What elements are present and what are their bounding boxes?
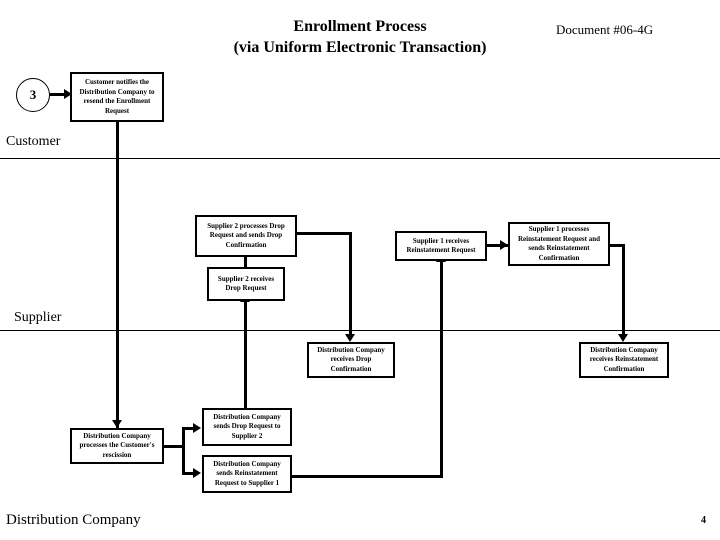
- node-dc-sends-reinstatement-request-label: Distribution Company sends Reinstatement…: [213, 459, 281, 487]
- node-dc-sends-drop-request[interactable]: Distribution Company sends Drop Request …: [202, 408, 292, 446]
- connector-supplier1-receives-to-processes: [485, 244, 510, 247]
- connector-dc-reinst-req-to-supplier1: [440, 261, 443, 478]
- title-line-1: Enrollment Process: [293, 18, 427, 35]
- connector-supplier2-processes-down: [349, 232, 352, 337]
- node-dc-receives-drop-confirmation[interactable]: Distribution Company receives Drop Confi…: [307, 342, 395, 378]
- node-supplier2-processes[interactable]: Supplier 2 processes Drop Request and se…: [195, 215, 297, 257]
- node-supplier1-processes-label: Supplier 1 processes Reinstatement Reque…: [517, 225, 601, 262]
- lane-divider-supplier-distribution: [0, 330, 720, 331]
- arrowhead-dc-processes-to-reinst-req: [193, 468, 201, 478]
- connector-dc-processes-to-reinst-req: [182, 472, 196, 475]
- arrowhead-customer-to-dc-processes: [112, 420, 122, 428]
- connector-dc-reinst-req-right: [290, 475, 443, 478]
- connector-supplier1-processes-down: [622, 244, 625, 337]
- node-dc-sends-reinstatement-request[interactable]: Distribution Company sends Reinstatement…: [202, 455, 292, 493]
- document-id: Document #06-4G: [556, 22, 654, 37]
- connector-customer-to-dc-processes: [116, 122, 119, 428]
- connector-dc-processes-split: [182, 427, 185, 475]
- node-dc-sends-drop-request-label: Distribution Company sends Drop Request …: [213, 412, 281, 440]
- node-supplier1-processes[interactable]: Supplier 1 processes Reinstatement Reque…: [508, 222, 610, 266]
- connector-supplier2-processes-right: [295, 232, 352, 235]
- arrowhead-supplier1-receives-to-processes: [500, 240, 508, 250]
- node-supplier1-receives[interactable]: Supplier 1 receives Reinstatement Reques…: [395, 231, 487, 261]
- node-customer-notifies[interactable]: Customer notifies the Distribution Compa…: [70, 72, 164, 122]
- node-supplier2-receives[interactable]: Supplier 2 receives Drop Request: [207, 267, 285, 301]
- lane-label-customer: Customer: [6, 134, 61, 149]
- connector-supplier2-receives-to-processes: [244, 257, 247, 269]
- node-customer-notifies-label: Customer notifies the Distribution Compa…: [79, 78, 155, 115]
- node-supplier1-receives-label: Supplier 1 receives Reinstatement Reques…: [406, 236, 476, 255]
- connector-dc-drop-req-to-supplier2: [244, 301, 247, 408]
- connector-dc-processes-to-drop-req: [182, 427, 196, 430]
- node-dc-receives-drop-confirmation-label: Distribution Company receives Drop Confi…: [317, 345, 385, 373]
- node-dc-processes-rescission-label: Distribution Company processes the Custo…: [79, 431, 155, 459]
- offpage-connector-3[interactable]: 3: [16, 78, 50, 112]
- node-supplier2-receives-label: Supplier 2 receives Drop Request: [217, 274, 275, 293]
- lane-label-distribution-company: Distribution Company: [6, 512, 141, 528]
- node-supplier2-processes-label: Supplier 2 processes Drop Request and se…: [207, 221, 285, 249]
- page-title: Enrollment Process (via Uniform Electron…: [180, 16, 540, 58]
- lane-label-supplier: Supplier: [14, 310, 62, 325]
- connector-supplier1-processes-right: [608, 244, 625, 247]
- node-dc-processes-rescission[interactable]: Distribution Company processes the Custo…: [70, 428, 164, 464]
- connector-dc-processes-right: [163, 445, 185, 448]
- node-dc-receives-reinstatement-confirmation-label: Distribution Company receives Reinstatem…: [589, 345, 659, 373]
- arrowhead-circle-to-customer: [64, 89, 72, 99]
- node-dc-receives-reinstatement-confirmation[interactable]: Distribution Company receives Reinstatem…: [579, 342, 669, 378]
- lane-divider-customer-supplier: [0, 158, 720, 159]
- arrowhead-supplier1-to-dc-reinst-conf: [618, 334, 628, 342]
- arrowhead-supplier2-to-dc-drop-conf: [345, 334, 355, 342]
- title-line-2: (via Uniform Electronic Transaction): [233, 39, 487, 56]
- connector-circle-to-customer: [50, 93, 68, 96]
- arrowhead-dc-processes-to-drop-req: [193, 423, 201, 433]
- page-number: 4: [701, 515, 706, 526]
